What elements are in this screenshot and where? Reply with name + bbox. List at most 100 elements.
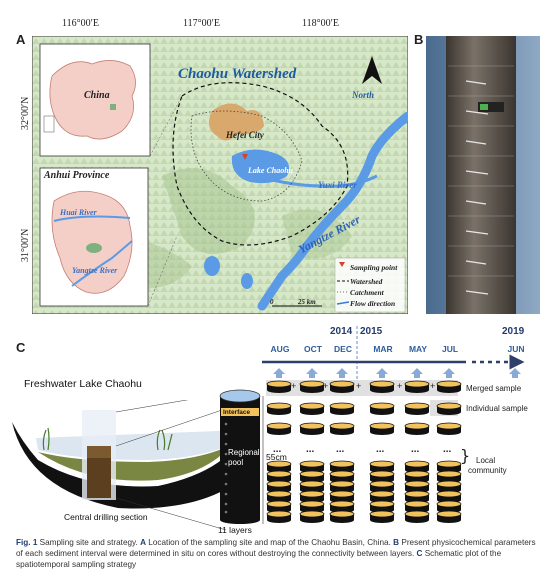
legend-sampling-icon	[339, 262, 345, 267]
ellipsis: ...	[336, 444, 345, 455]
zoom-line	[115, 409, 223, 447]
layer-dots	[224, 422, 228, 514]
sediment-core-photo	[426, 36, 540, 314]
merged-sample-label: Merged sample	[466, 384, 522, 393]
year-2019: 2019	[502, 326, 525, 337]
chaohu-map	[32, 36, 408, 314]
scale-zero: 0	[270, 298, 274, 306]
drilling-label: Central drilling section	[64, 512, 148, 522]
timepoint-arrows	[273, 368, 521, 378]
layers-label: 11 layers	[218, 525, 252, 535]
panel-b-label: B	[414, 32, 424, 47]
zoom-line	[115, 497, 227, 531]
china-shape	[49, 60, 136, 140]
core-cylinder	[219, 389, 261, 524]
regional-pool-label: Regional pool	[228, 448, 260, 467]
tube-marks	[448, 65, 514, 277]
watershed-title: Chaohu Watershed	[178, 66, 297, 82]
month-jun: JUN	[507, 344, 525, 354]
yangtze-small-label: Yangtze River	[72, 266, 118, 275]
panel-a-label: A	[16, 32, 26, 47]
hefei-label: Hefei City	[226, 130, 264, 140]
probes	[465, 80, 489, 295]
ellipsis: ...	[443, 444, 452, 455]
huai-river-label: Huai River	[60, 208, 97, 217]
drilling-core-top	[87, 446, 111, 458]
lake-basin	[12, 422, 248, 509]
plus-sign: +	[291, 381, 297, 391]
sample-disks	[266, 380, 462, 524]
plus-sign: +	[323, 381, 329, 391]
inset-connector	[149, 95, 183, 157]
figure-caption: Fig. 1 Sampling site and strategy. A Loc…	[16, 537, 541, 570]
sampling-point-marker	[242, 154, 248, 160]
interface-band	[221, 408, 259, 416]
individual-row	[266, 402, 462, 416]
panel-c-label: C	[16, 340, 26, 355]
yangtze-river-small-line	[71, 240, 133, 287]
caption-b: B	[393, 538, 400, 547]
hefei-city-area	[208, 103, 264, 141]
caption-a: A	[140, 538, 147, 547]
caption-fig-label: Fig. 1	[16, 538, 38, 547]
huai-river-line	[53, 215, 131, 222]
interface-label: Interface	[223, 409, 251, 416]
month-mar: MAR	[373, 344, 393, 354]
anhui-location	[110, 104, 116, 110]
month-jul: JUL	[441, 344, 459, 354]
caption-part: Schematic plot of the spatiotemporal sam…	[16, 549, 502, 569]
lat-label-31: 31°00′N	[20, 228, 31, 262]
legend-flow-icon	[336, 301, 350, 305]
caption-c: C	[416, 549, 423, 558]
lat-label-32: 32°00′N	[20, 96, 31, 130]
hills	[162, 168, 255, 254]
small-lake	[241, 273, 253, 289]
scale-km: 25 km	[298, 298, 316, 306]
legend-sampling-point: Sampling point	[350, 263, 398, 272]
ellipsis: ...	[411, 444, 420, 455]
timeline	[262, 354, 525, 378]
legend-watershed: Watershed	[350, 277, 383, 286]
yangtze-river	[257, 111, 408, 311]
local-label: Local	[476, 456, 496, 465]
brace-icon: }	[460, 446, 471, 465]
month-dec: DEC	[334, 344, 352, 354]
cylinder-body	[220, 396, 260, 520]
lake-chaohu-shape	[231, 149, 290, 184]
anhui-label: Anhui Province	[44, 170, 110, 181]
cylinder-bottom	[220, 516, 260, 524]
watershed-boundary	[172, 82, 349, 246]
chaohu-basin-mark	[86, 243, 102, 253]
individual-row-2	[266, 422, 462, 436]
catchment-boundary	[190, 110, 303, 202]
ellipsis: ...	[306, 444, 315, 455]
north-arrow-icon	[362, 56, 382, 84]
lon-label-118: 118°00′E	[302, 18, 339, 29]
year-2015: 2015	[360, 326, 383, 337]
sensor-device	[478, 102, 504, 112]
layer-stacks	[266, 460, 462, 524]
caption-part: Present physicochemical parameters of ea…	[16, 538, 536, 558]
community-label: community	[468, 466, 507, 475]
yuxi-label: Yuxi River	[318, 180, 357, 190]
cylinder-top	[219, 389, 261, 403]
year-2014: 2014	[330, 326, 353, 337]
inset-connector	[147, 235, 178, 307]
plus-sign: +	[356, 381, 362, 391]
month-may: MAY	[408, 344, 428, 354]
lake-title: Freshwater Lake Chaohu	[24, 378, 142, 390]
north-label: North	[352, 90, 375, 100]
month-oct: OCT	[304, 344, 322, 354]
core-tube	[446, 36, 516, 314]
zoom-line	[115, 400, 189, 413]
legend-flow-direction: Flow direction	[350, 299, 396, 308]
month-aug: AUG	[270, 344, 290, 354]
plus-sign: +	[397, 381, 403, 391]
ellipsis: ...	[376, 444, 385, 455]
lon-label-117: 117°00′E	[183, 18, 220, 29]
legend-catchment: Catchment	[350, 288, 384, 297]
depth-bracket	[262, 396, 264, 524]
south-china-sea-box	[43, 115, 55, 133]
sensor-indicator	[480, 104, 488, 110]
small-lake	[204, 256, 220, 276]
